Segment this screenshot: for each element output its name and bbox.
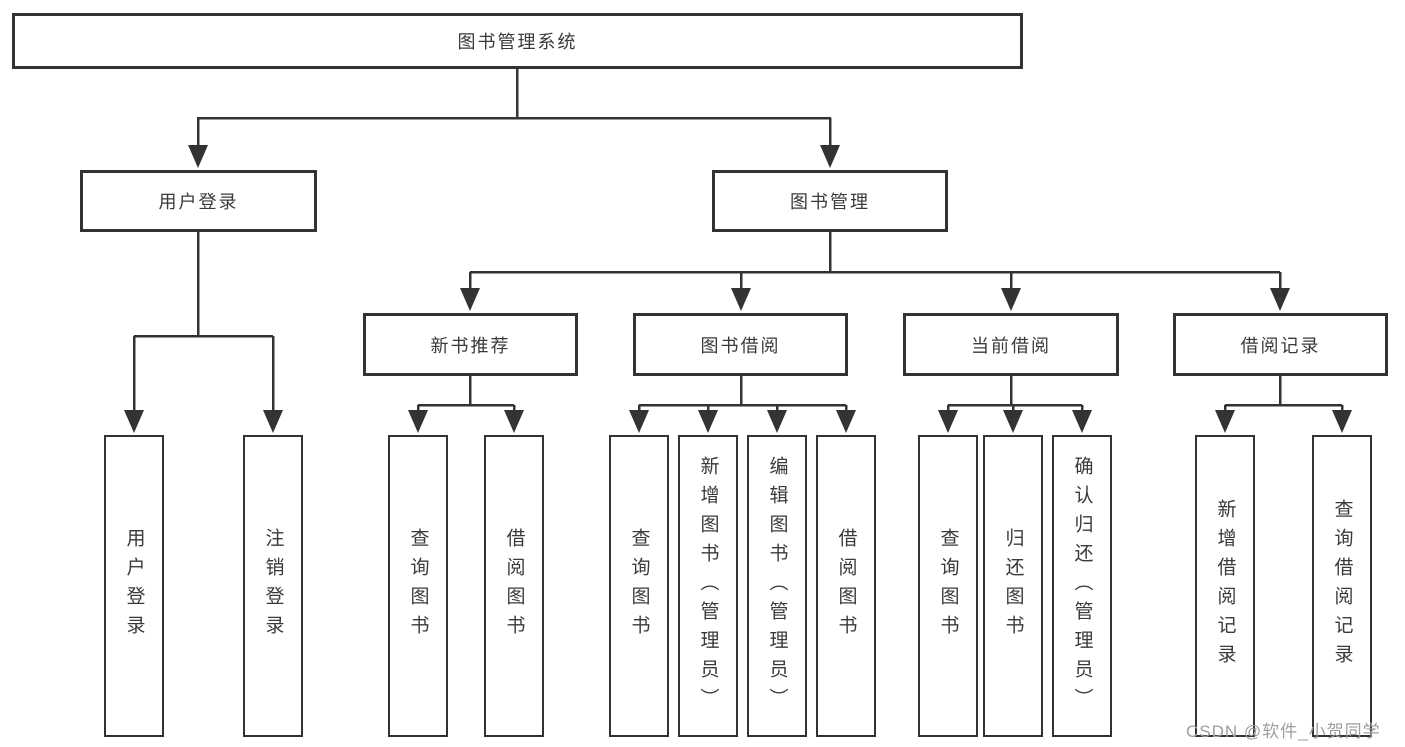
csdn-watermark: CSDN @软件_小贺同学 [1186,722,1381,741]
leaf-borrow-borrow-label: 借阅图书 [835,528,857,644]
leaf-current-query: 查询图书 [918,435,978,737]
node-book-borrow: 图书借阅 [633,313,848,376]
node-borrow-records: 借阅记录 [1173,313,1388,376]
node-user-login: 用户登录 [80,170,317,232]
node-book-management: 图书管理 [712,170,948,232]
leaf-newbooks-query: 查询图书 [388,435,448,737]
node-root: 图书管理系统 [12,13,1023,69]
leaf-borrow-add-admin: 新增图书（管理员） [678,435,738,737]
leaf-logout: 注销登录 [243,435,303,737]
leaf-records-query-label: 查询借阅记录 [1331,499,1353,673]
leaf-borrow-edit-admin-label: 编辑图书（管理员） [766,455,788,717]
leaf-borrow-query-label: 查询图书 [628,528,650,644]
leaf-borrow-borrow: 借阅图书 [816,435,876,737]
leaf-records-add-label: 新增借阅记录 [1214,499,1236,673]
leaf-current-confirm-admin-label: 确认归还（管理员） [1071,455,1093,717]
leaf-borrow-query: 查询图书 [609,435,669,737]
leaf-user-login: 用户登录 [104,435,164,737]
leaf-records-query: 查询借阅记录 [1312,435,1372,737]
leaf-records-add: 新增借阅记录 [1195,435,1255,737]
leaf-borrow-add-admin-label: 新增图书（管理员） [697,455,719,717]
leaf-newbooks-query-label: 查询图书 [407,528,429,644]
node-new-book-recommend: 新书推荐 [363,313,578,376]
leaf-current-return-label: 归还图书 [1002,528,1024,644]
leaf-borrow-edit-admin: 编辑图书（管理员） [747,435,807,737]
leaf-current-return: 归还图书 [983,435,1043,737]
leaf-logout-label: 注销登录 [262,528,284,644]
leaf-user-login-label: 用户登录 [123,528,145,644]
leaf-newbooks-borrow: 借阅图书 [484,435,544,737]
leaf-current-confirm-admin: 确认归还（管理员） [1052,435,1112,737]
leaf-current-query-label: 查询图书 [937,528,959,644]
leaf-newbooks-borrow-label: 借阅图书 [503,528,525,644]
node-current-borrow: 当前借阅 [903,313,1119,376]
